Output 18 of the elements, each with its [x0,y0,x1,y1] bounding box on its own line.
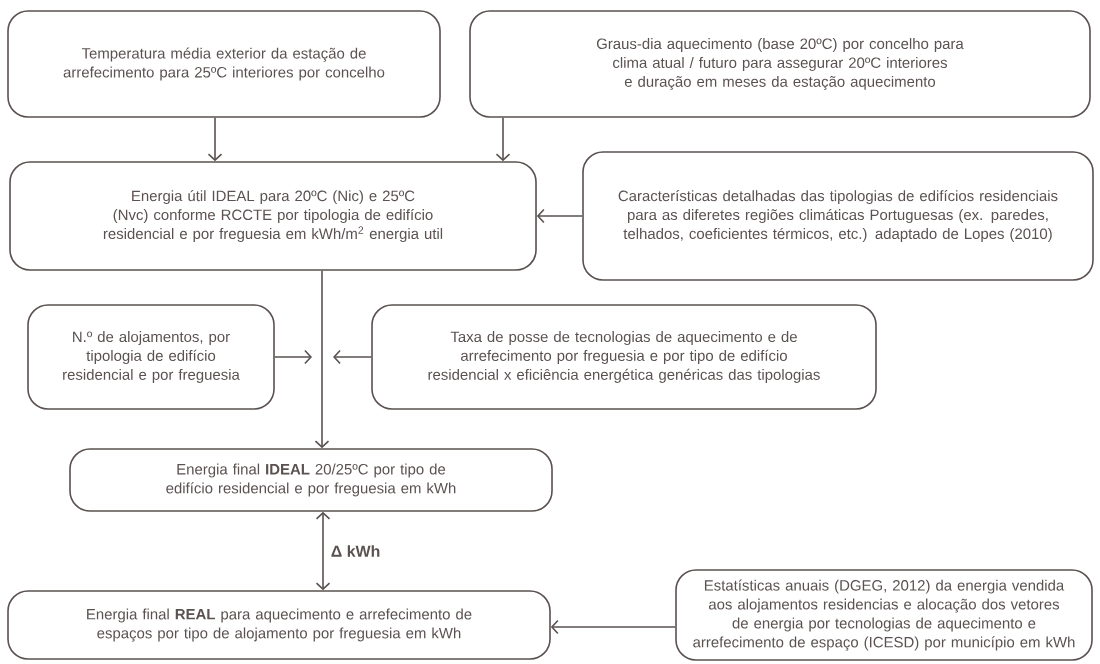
process-box: Temperatura média exterior da estação de arrefecimento para 25ºC interiores por concelho [7,10,441,118]
process-box: Energia útil IDEAL para 20ºC (Nic) e 25ºC (Nvc) conforme RCCTE por tipologia de edifício residencial e por freguesia em kWh/m$^{2}$ energia util [9,161,537,271]
process-box: Graus-dia aquecimento (base 20ºC) por concelho para clima atual / futuro para assegurar 20ºC interiores e duração em meses da estação aquecimento [469,10,1091,118]
process-box: Estatísticas anuais (DGEG, 2012) da energia vendida aos alojamentos residencias e alocação dos vetores de energia por tecnologias de aquecimento e arrefecimento de espaço (ICESD) por município em kWh [675,569,1093,661]
arrow [315,511,331,591]
process-box: N.º de alojamentos, por tipologia de edifício residencial e por freguesia [27,304,275,410]
process-box: Taxa de posse de tecnologias de aquecimento e de arrefecimento por freguesia e por tipo de edifício residencial x eficiência energética genéricas das tipologias [371,304,877,410]
arrow [550,619,676,635]
process-box: Energia final IDEAL 20/25ºC por tipo de edifício residencial e por freguesia em kWh [69,448,553,512]
arrow [274,349,312,365]
arrow [314,270,330,449]
arrow [495,117,511,162]
process-box: Características detalhadas das tipologias de edifícios residenciais para as diferetes regiões climáticas Portuguesas (ex. paredes, telhados, coeficientes térmicos, etc.) adaptado de Lopes (2010) [582,151,1094,281]
arrow [333,349,372,365]
arrow [536,208,583,224]
edge-label: Δ kWh [329,544,382,558]
process-box: Energia final REAL para aquecimento e arrefecimento de espaços por tipo de alojamento por freguesia em kWh [7,590,551,660]
arrow [207,117,223,162]
